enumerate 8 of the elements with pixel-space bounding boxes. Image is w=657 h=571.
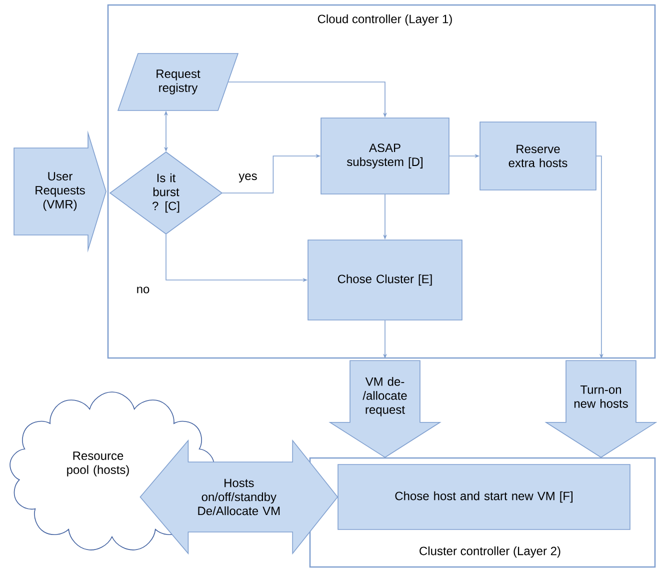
process-box: Reserve extra hosts: [480, 122, 596, 190]
edge-label: VM de-/allocate request: [351, 376, 419, 418]
edge-label: Turn-on new hosts: [572, 384, 630, 409]
edge-label: no: [135, 286, 151, 294]
process-box: ASAP subsystem [D]: [320, 118, 450, 194]
process-box: Chose Cluster [E]: [308, 240, 462, 320]
edge-label: yes: [238, 172, 258, 184]
process-box: Chose host and start new VM [F]: [338, 464, 630, 530]
